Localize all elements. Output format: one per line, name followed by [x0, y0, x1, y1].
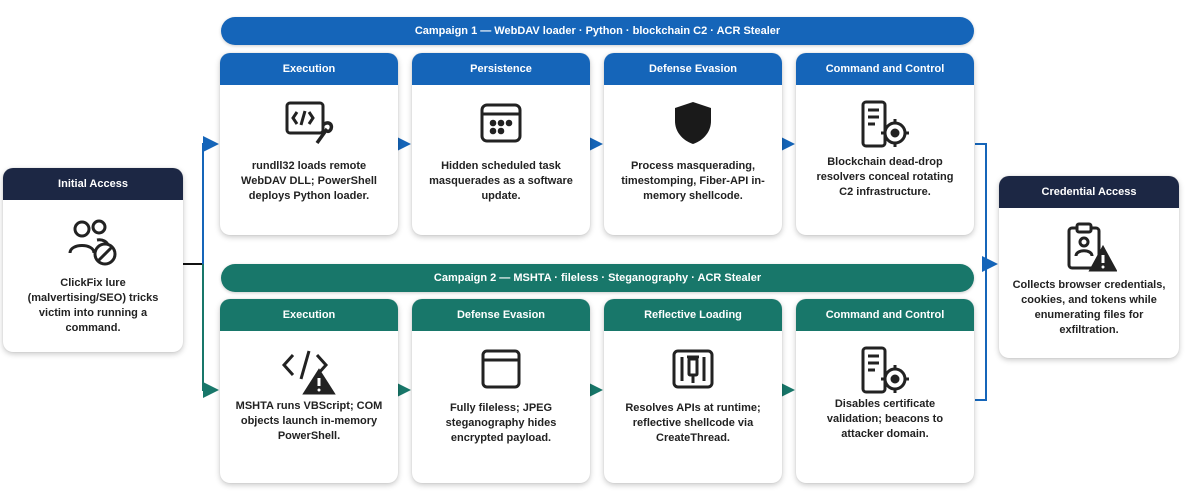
c2-reflective-loading-header: Reflective Loading [604, 299, 782, 331]
c2-reflective-loading-card: Reflective Loading Resolves APIs at runt… [604, 299, 782, 483]
c2-execution-text: MSHTA runs VBScript; COM objects launch … [235, 400, 383, 442]
c1-persistence-header: Persistence [412, 53, 590, 85]
server-target-icon [796, 345, 974, 395]
c2-defense-evasion-card: Defense Evasion Fully fileless; JPEG ste… [412, 299, 590, 483]
c2-command-control-card: Command and Control Disables certificate… [796, 299, 974, 483]
campaign-2-banner: Campaign 2 — MSHTA · fileless · Steganog… [221, 264, 974, 292]
c1-defense-evasion-header: Defense Evasion [604, 53, 782, 85]
c1-defense-evasion-text: Process masquerading, timestomping, Fibe… [621, 160, 765, 202]
c1-command-control-header: Command and Control [796, 53, 974, 85]
window-icon [412, 345, 590, 395]
shield-icon [604, 99, 782, 149]
c2-defense-evasion-text: Fully fileless; JPEG steganography hides… [445, 402, 557, 444]
arrow-to-c2-execution [202, 264, 219, 398]
initial-access-text: ClickFix lure (malvertising/SEO) tricks … [27, 277, 159, 334]
c1-persistence-text: Hidden scheduled task masquerades as a s… [429, 160, 573, 202]
initial-access-header: Initial Access [3, 168, 183, 200]
c2-command-control-text: Disables certificate validation; beacons… [826, 398, 944, 440]
initial-access-card: Initial Access ClickFix lure (malvertisi… [3, 168, 183, 352]
arrow-to-credential-access [975, 143, 998, 272]
credential-access-header: Credential Access [999, 176, 1179, 208]
credential-access-card: Credential Access Collects browser crede… [999, 176, 1179, 358]
code-wrench-icon [220, 99, 398, 149]
c1-execution-text: rundll32 loads remote WebDAV DLL; PowerS… [241, 160, 377, 202]
c1-command-control-text: Blockchain dead-drop resolvers conceal r… [816, 156, 954, 198]
c1-execution-card: Execution rundll32 loads remote WebDAV D… [220, 53, 398, 235]
c2-command-control-header: Command and Control [796, 299, 974, 331]
c1-execution-header: Execution [220, 53, 398, 85]
c2-execution-header: Execution [220, 299, 398, 331]
users-blocked-icon [3, 218, 183, 268]
code-warning-icon [220, 345, 398, 395]
campaign-1-banner: Campaign 1 — WebDAV loader · Python · bl… [221, 17, 974, 45]
clipboard-warning-icon [999, 222, 1179, 272]
server-target-icon [796, 99, 974, 149]
c1-persistence-card: Persistence Hidden scheduled task masque… [412, 53, 590, 235]
scheduled-task-icon [412, 99, 590, 149]
c2-execution-card: Execution MSHTA runs VBScript; COM objec… [220, 299, 398, 483]
c2-reflective-loading-text: Resolves APIs at runtime; reflective she… [625, 402, 761, 444]
c1-defense-evasion-card: Defense Evasion Process masquerading, ti… [604, 53, 782, 235]
memory-injection-icon [604, 345, 782, 395]
arrow-to-c1-execution [202, 136, 219, 264]
credential-access-text: Collects browser credentials, cookies, a… [1012, 279, 1166, 336]
c1-command-control-card: Command and Control Blockchain dead-drop… [796, 53, 974, 235]
c2-defense-evasion-header: Defense Evasion [412, 299, 590, 331]
